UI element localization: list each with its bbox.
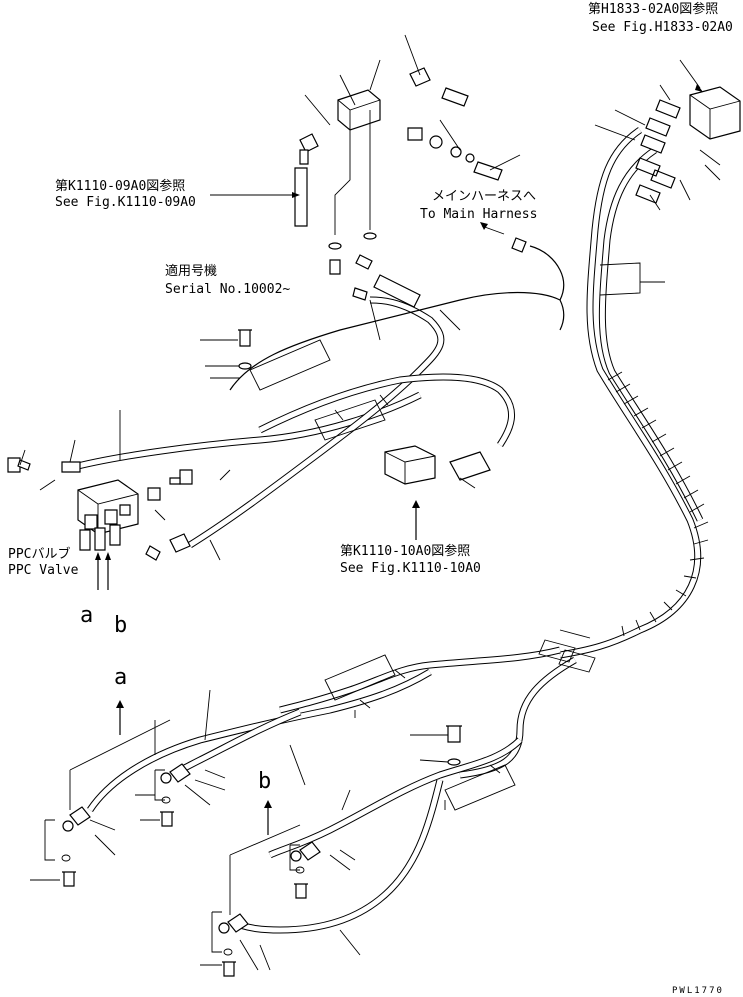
ref-top-right-jp: 第H1833-02A0図参照 <box>588 1 718 17</box>
ref-left-en: See Fig.K1110-09A0 <box>55 195 196 210</box>
view-arrows <box>116 500 420 835</box>
marker-a-lower: a <box>114 665 127 690</box>
marker-b-lower: b <box>258 769 271 794</box>
marker-a-upper: a <box>80 603 93 628</box>
ppc-valve-label-jp: PPCバルブ <box>8 546 70 562</box>
top-right-connector <box>594 59 741 296</box>
ppc-valve-label-en: PPC Valve <box>8 563 79 578</box>
harness-label-jp: メインハーネスへ <box>432 189 536 204</box>
ref-mid-jp: 第K1110-10A0図参照 <box>340 543 470 559</box>
lower-left-hoses <box>30 654 432 887</box>
top-fittings <box>210 34 521 341</box>
spiral-guard <box>607 371 709 637</box>
lower-right-hoses <box>200 725 523 977</box>
serial-label-jp: 適用号機 <box>165 263 217 279</box>
harness-label-en: To Main Harness <box>420 207 537 222</box>
main-hose-bundle <box>279 127 709 779</box>
ppc-valve <box>77 479 139 590</box>
ref-mid-en: See Fig.K1110-10A0 <box>340 561 481 576</box>
ref-left-jp: 第K1110-09A0図参照 <box>55 178 185 194</box>
harness-connector <box>480 222 565 301</box>
drawing-code: PWL1770 <box>672 986 724 996</box>
serial-label-en: Serial No.10002~ <box>165 282 290 297</box>
marker-b-upper: b <box>114 613 127 638</box>
ref-top-right-en: See Fig.H1833-02A0 <box>592 20 733 35</box>
ppc-hoses <box>7 291 565 561</box>
